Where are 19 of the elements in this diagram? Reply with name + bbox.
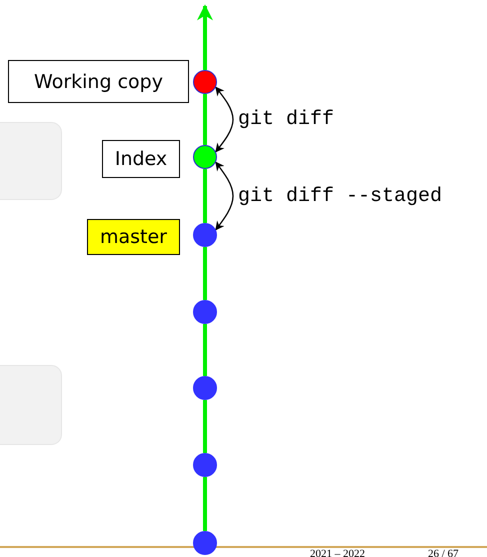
history-arrow — [197, 4, 213, 70]
history-line — [203, 477, 207, 531]
label-box — [8, 60, 189, 103]
curved-arrow — [215, 162, 234, 230]
history-line — [203, 324, 207, 376]
command-label: git diff --staged — [238, 187, 442, 207]
branch-label — [87, 219, 180, 255]
label-text: Index — [114, 148, 168, 170]
history-line — [203, 169, 207, 223]
label-text: Working copy — [34, 70, 163, 92]
label-text: master — [100, 226, 167, 248]
curved-arrow — [215, 86, 234, 152]
footer-date: 2021 – 2022 — [310, 549, 365, 557]
history-line — [203, 400, 207, 453]
history-line — [203, 247, 207, 300]
page-number: 26 / 67 — [428, 549, 459, 557]
label-box — [102, 140, 180, 178]
history-line — [203, 94, 207, 145]
command-label: git diff — [238, 110, 334, 130]
